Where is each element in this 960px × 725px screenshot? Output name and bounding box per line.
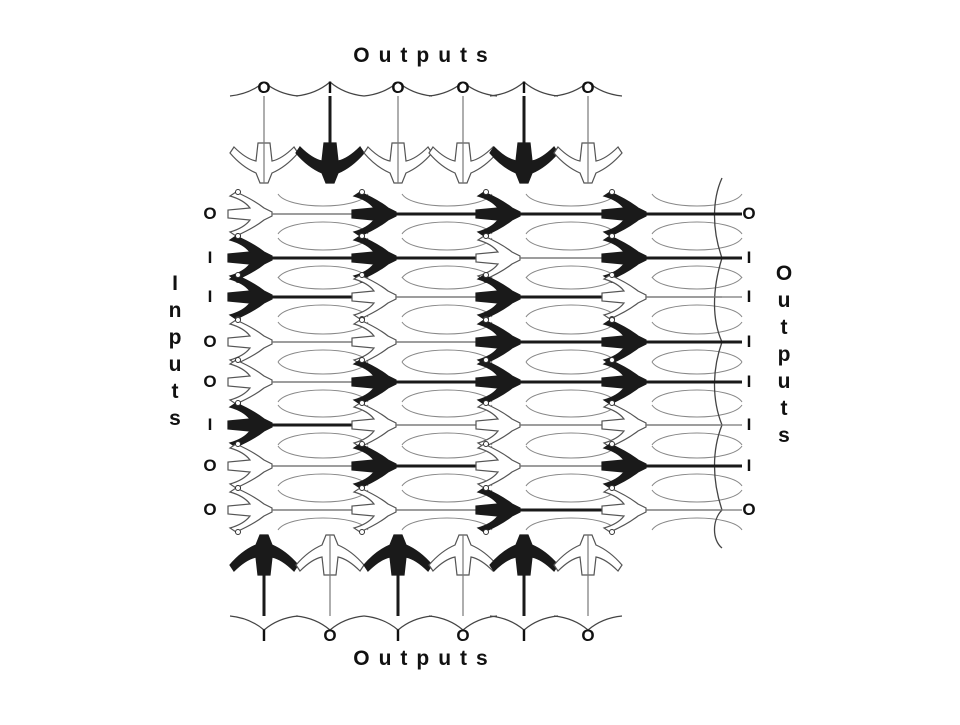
bottom-io-label: I [521,626,527,645]
inactive-neuron [601,272,742,322]
bottom-io-label: I [261,626,267,645]
inactive-neuron [227,485,368,535]
active-vertical-neuron [489,534,559,631]
top-outputs-title: Outputs [353,44,497,67]
top-io-label: O [581,78,595,97]
active-neuron [601,189,742,239]
right-io-label: O [742,204,756,223]
bottom-outputs-title: Outputs [353,647,497,670]
cell-outline [651,489,743,531]
inactive-neuron [351,400,492,450]
inactive-neuron [351,272,492,322]
left-title-letter: n [168,299,182,322]
active-neuron [351,357,492,407]
left-io-label: O [203,332,217,351]
right-io-label: I [746,332,752,351]
inactive-vertical-neuron [428,534,498,631]
cell-outline [651,445,743,487]
active-neuron [475,189,616,239]
right-io-label: I [746,415,752,434]
active-neuron [351,441,492,491]
inactive-vertical-neuron [363,81,433,184]
right-io-label: I [746,456,752,475]
active-neuron [351,189,492,239]
active-neuron [227,272,368,322]
bottom-io-label: O [323,626,337,645]
inactive-neuron [351,485,492,535]
cell-outline [651,321,743,363]
cell-outline [651,361,743,403]
left-io-label: O [203,372,217,391]
right-title-letter: s [778,424,790,447]
left-title-letter: I [172,272,178,295]
top-io-label: I [521,78,527,97]
active-neuron [601,357,742,407]
cell-outline [651,193,743,235]
active-vertical-neuron [363,534,433,631]
inactive-neuron [475,441,616,491]
active-neuron [601,317,742,367]
inactive-neuron [227,189,368,239]
right-title-letter: u [777,370,791,393]
active-neuron [475,485,616,535]
right-title-letter: O [775,262,793,285]
right-border [713,177,723,549]
active-neuron [601,441,742,491]
right-io-label: O [742,500,756,519]
bottom-io-label: O [456,626,470,645]
left-title-letter: u [168,353,182,376]
inactive-neuron [227,317,368,367]
active-neuron [475,317,616,367]
left-title-letter: s [169,407,181,430]
right-title-letter: p [777,343,791,366]
inactive-vertical-neuron [553,534,623,631]
top-io-label: O [391,78,405,97]
active-neuron [351,233,492,283]
inactive-vertical-neuron [553,81,623,184]
active-vertical-neuron [229,534,299,631]
left-io-label: O [203,456,217,475]
inactive-neuron [227,441,368,491]
right-io-label: I [746,248,752,267]
right-title-letter: t [780,316,788,339]
right-io-label: I [746,287,752,306]
top-io-label: I [327,78,333,97]
left-io-label: I [207,415,213,434]
left-io-label: O [203,500,217,519]
left-title-letter: p [168,326,182,349]
active-neuron [227,233,368,283]
active-neuron [475,272,616,322]
inactive-neuron [601,485,742,535]
inactive-neuron [227,357,368,407]
inactive-vertical-neuron [295,534,365,631]
left-io-label: I [207,248,213,267]
left-title-letter: t [171,380,179,403]
inactive-neuron [351,317,492,367]
bottom-io-label: O [581,626,595,645]
right-io-label: I [746,372,752,391]
inactive-neuron [601,400,742,450]
top-io-label: O [456,78,470,97]
cell-outline [651,276,743,318]
active-neuron [475,357,616,407]
left-io-label: O [203,204,217,223]
cell-outline [651,404,743,446]
top-io-label: O [257,78,271,97]
bottom-io-label: I [395,626,401,645]
right-title-letter: t [780,397,788,420]
inactive-neuron [475,233,616,283]
right-title-letter: u [777,289,791,312]
left-io-label: I [207,287,213,306]
active-neuron [601,233,742,283]
inactive-neuron [475,400,616,450]
cell-outline [651,237,743,279]
active-neuron [227,400,368,450]
